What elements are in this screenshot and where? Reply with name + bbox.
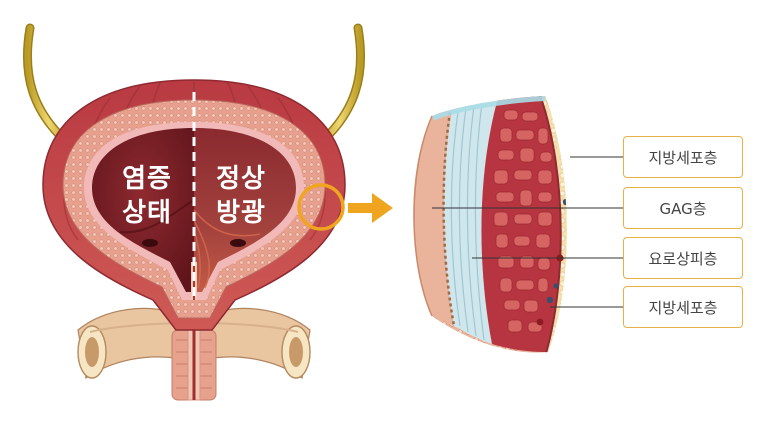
section-serosa	[413, 110, 454, 326]
section-mucosa	[443, 98, 498, 344]
layer-label-fat-bottom: 지방세포층	[623, 286, 743, 328]
pelvic-bones	[77, 307, 311, 380]
leader-lines	[432, 156, 623, 308]
ureter-orifice-left	[142, 239, 158, 247]
zoom-arrow	[348, 193, 393, 223]
lumen-normal	[194, 128, 296, 292]
label-normal: 정상 방광	[202, 162, 280, 230]
label-inflamed-line1: 염증	[122, 164, 172, 194]
layer-label-gag: GAG층	[623, 187, 743, 229]
layer-label-urothelium: 요로상피층	[623, 237, 743, 279]
layer-label-fat-top: 지방세포층	[623, 136, 743, 178]
label-normal-line2: 방광	[216, 198, 266, 228]
zoom-circle	[297, 183, 345, 231]
wall-cross-section	[413, 96, 567, 353]
lumen-inflamed	[92, 128, 194, 292]
ureter-orifice-right	[230, 239, 246, 247]
bladder	[42, 79, 346, 331]
label-inflamed: 염증 상태	[108, 162, 186, 230]
label-normal-line1: 정상	[216, 164, 266, 194]
label-inflamed-line2: 상태	[122, 198, 172, 228]
